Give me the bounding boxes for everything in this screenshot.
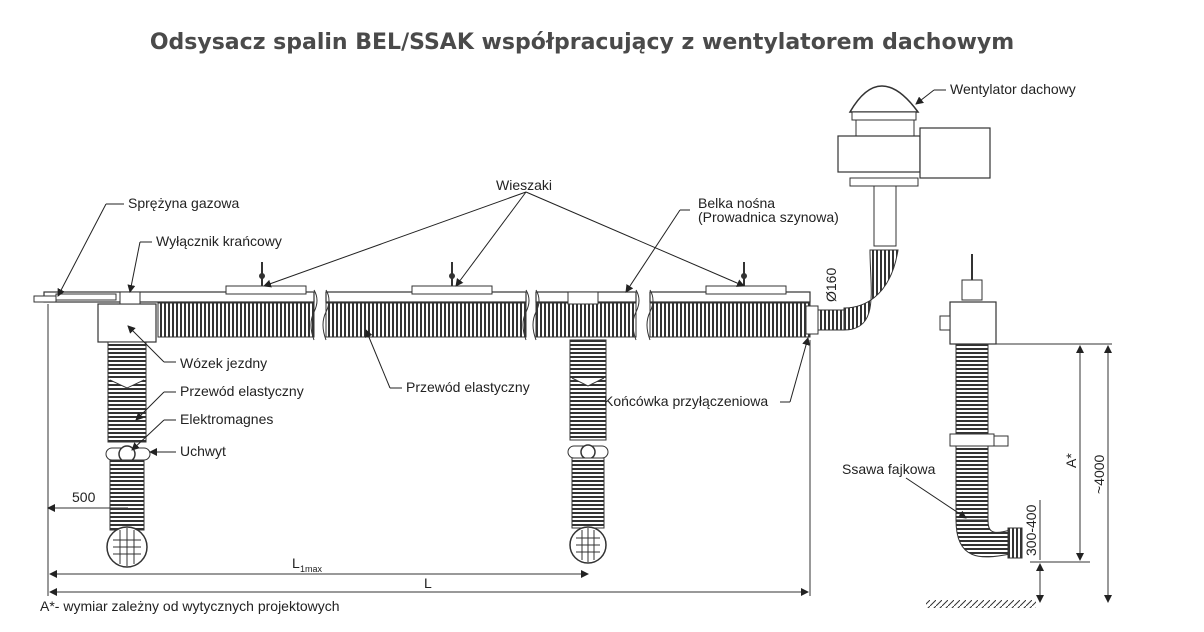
middle-drop-hose bbox=[567, 291, 609, 564]
label-trolley: Wózek jezdny bbox=[180, 355, 267, 371]
gas-spring bbox=[33, 293, 117, 303]
label-diameter: Ø160 bbox=[823, 268, 839, 302]
roof-fan bbox=[837, 85, 991, 247]
label-beam-sub: (Prowadnica szynowa) bbox=[698, 209, 839, 225]
label-limit-switch: Wyłącznik krańcowy bbox=[156, 233, 282, 249]
dim-300-400: 300-400 bbox=[1023, 504, 1039, 556]
label-gas-spring: Sprężyna gazowa bbox=[128, 195, 240, 211]
hanger-3 bbox=[705, 262, 787, 295]
label-roof-fan: Wentylator dachowy bbox=[950, 81, 1076, 97]
hangers bbox=[225, 262, 787, 295]
label-electromagnet: Elektromagnes bbox=[180, 411, 273, 427]
diagram-title: Odsysacz spalin BEL/SSAK współpracujący … bbox=[149, 30, 1015, 55]
dim-l: L bbox=[424, 575, 432, 591]
dim-500: 500 bbox=[72, 489, 96, 505]
dim-l1-sub: 1max bbox=[300, 564, 323, 574]
dim-4000: ~4000 bbox=[1091, 454, 1107, 494]
label-flex-hose-mid: Przewód elastyczny bbox=[406, 379, 530, 395]
fan-hose bbox=[843, 249, 899, 331]
trolley bbox=[97, 291, 157, 343]
left-drop-hose bbox=[105, 341, 151, 568]
label-nozzle: Ssawa fajkowa bbox=[842, 461, 936, 477]
dim-l1: L bbox=[292, 555, 300, 571]
leader-lines bbox=[57, 89, 967, 519]
dimension-lines bbox=[47, 304, 1112, 603]
dim-a-star: A* bbox=[1063, 453, 1079, 468]
hanger-2 bbox=[411, 262, 493, 295]
footnote: A*- wymiar zależny od wytycznych projekt… bbox=[40, 598, 340, 614]
side-view-assembly bbox=[926, 254, 1036, 608]
label-flex-hose-left: Przewód elastyczny bbox=[180, 383, 304, 399]
hanger-1 bbox=[225, 262, 307, 295]
label-handle: Uchwyt bbox=[180, 443, 226, 459]
horizontal-hose bbox=[157, 289, 845, 341]
label-beam: Belka nośna bbox=[698, 195, 775, 211]
label-hangers: Wieszaki bbox=[496, 177, 552, 193]
label-connector: Końcówka przyłączeniowa bbox=[604, 393, 768, 409]
